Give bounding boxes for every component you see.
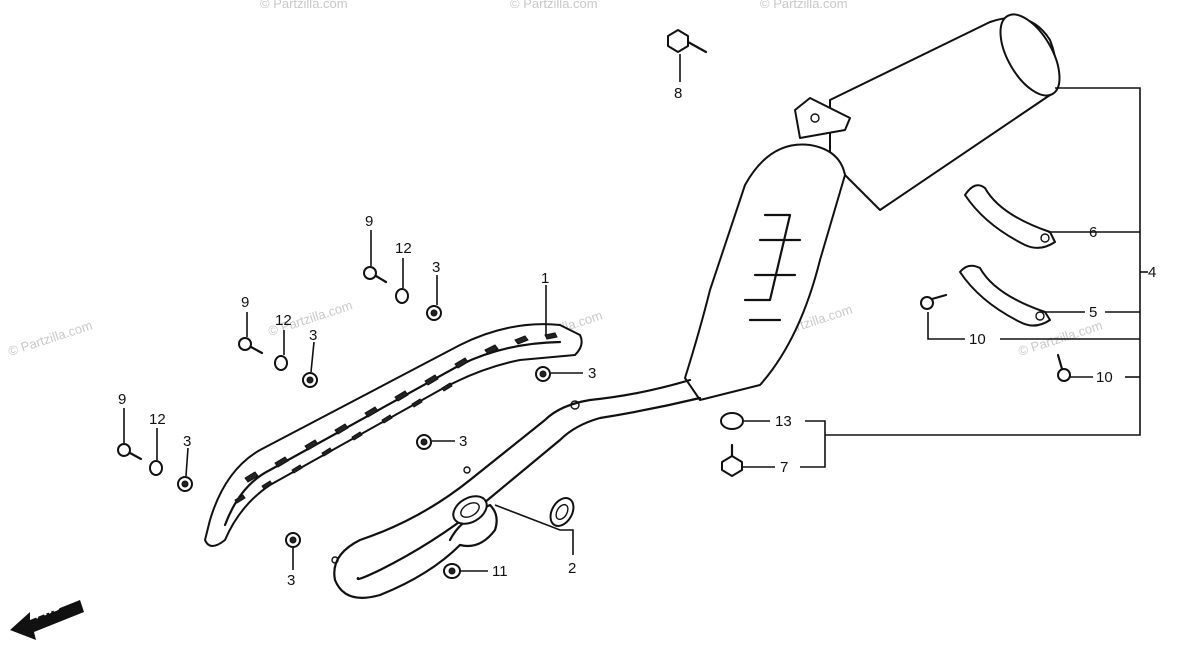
bolt-9-low[interactable] bbox=[117, 443, 143, 461]
callout-9: 9 bbox=[118, 391, 126, 408]
heat-protector[interactable] bbox=[204, 323, 583, 547]
callout-12: 12 bbox=[149, 411, 166, 428]
callout-numbers: 1 2 3 3 3 3 3 3 4 5 6 7 8 9 9 9 10 10 11… bbox=[118, 85, 1156, 589]
callout-8: 8 bbox=[674, 85, 682, 102]
callout-1: 1 bbox=[541, 270, 549, 287]
nut-3-top[interactable] bbox=[426, 305, 442, 321]
callout-3: 3 bbox=[309, 327, 317, 344]
heat-protector-slots bbox=[234, 332, 558, 504]
callout-12: 12 bbox=[275, 312, 292, 329]
callout-3: 3 bbox=[183, 433, 191, 450]
exhaust-pipe[interactable] bbox=[331, 378, 702, 599]
drain-bolt-7[interactable] bbox=[721, 443, 743, 477]
callout-13: 13 bbox=[775, 413, 792, 430]
callout-3: 3 bbox=[432, 259, 440, 276]
washer-12-top[interactable] bbox=[395, 288, 409, 304]
nut-3-center[interactable] bbox=[416, 434, 432, 450]
callout-10: 10 bbox=[969, 331, 986, 348]
bolt-10-left[interactable] bbox=[920, 293, 948, 310]
callout-10: 10 bbox=[1096, 369, 1113, 386]
leader-lines bbox=[123, 54, 1148, 572]
callout-6: 6 bbox=[1089, 224, 1097, 241]
callout-2: 2 bbox=[568, 560, 576, 577]
nut-3-mid[interactable] bbox=[302, 372, 318, 388]
muffler-band-6[interactable] bbox=[964, 184, 1056, 249]
watermark-text: © Partzilla.com bbox=[760, 0, 848, 11]
joint-nut-11[interactable] bbox=[443, 563, 461, 579]
washer-12-mid[interactable] bbox=[274, 355, 288, 371]
muffler[interactable] bbox=[684, 5, 1072, 401]
washer-12-low[interactable] bbox=[149, 460, 163, 476]
callout-5: 5 bbox=[1089, 304, 1097, 321]
bolt-9-top[interactable] bbox=[363, 266, 388, 284]
callout-3: 3 bbox=[287, 572, 295, 589]
nut-3-bottom[interactable] bbox=[285, 532, 301, 548]
washer-13[interactable] bbox=[720, 412, 744, 430]
callout-7: 7 bbox=[780, 459, 788, 476]
callout-9: 9 bbox=[365, 213, 373, 230]
nut-3-low[interactable] bbox=[177, 476, 193, 492]
bolt-8[interactable] bbox=[667, 29, 708, 54]
callout-9: 9 bbox=[241, 294, 249, 311]
watermark-text: © Partzilla.com bbox=[260, 0, 348, 11]
muffler-band-5[interactable] bbox=[959, 264, 1051, 327]
watermark-text: © Partzilla.com bbox=[510, 0, 598, 11]
exhaust-gasket-2[interactable] bbox=[546, 494, 578, 530]
callout-11: 11 bbox=[492, 563, 508, 580]
callout-3: 3 bbox=[459, 433, 467, 450]
fwd-arrow: FWD bbox=[10, 598, 84, 640]
callout-12: 12 bbox=[395, 240, 412, 257]
nut-3-right[interactable] bbox=[535, 366, 551, 382]
callout-3: 3 bbox=[588, 365, 596, 382]
callout-4: 4 bbox=[1148, 264, 1156, 281]
bolt-9-mid[interactable] bbox=[238, 337, 264, 355]
bolt-10-right[interactable] bbox=[1056, 353, 1071, 382]
watermark-text: © Partzilla.com bbox=[6, 318, 94, 359]
